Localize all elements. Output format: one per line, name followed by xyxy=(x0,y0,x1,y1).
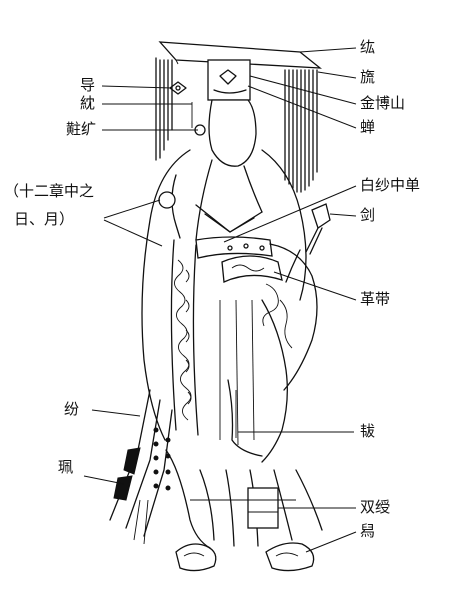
left-tassels xyxy=(155,57,173,161)
hair-ornaments xyxy=(169,81,206,136)
right-tassels xyxy=(284,69,318,193)
label-liu: 旒 xyxy=(360,68,376,86)
knee-cover xyxy=(227,379,263,457)
label-hong: 纮 xyxy=(360,38,376,56)
double-sash xyxy=(247,487,279,529)
sword xyxy=(285,203,331,283)
label-xi: 舄 xyxy=(360,522,376,540)
robe-border xyxy=(170,239,199,436)
label-chan: 蝉 xyxy=(360,118,376,136)
label-twelve-line1: （十二章中之 xyxy=(4,182,95,200)
label-kuangkuang: 黈纩 xyxy=(66,120,97,138)
leader-lines xyxy=(83,47,357,553)
label-baishazhongdan: 白纱中单 xyxy=(360,176,421,194)
label-jinboshan: 金博山 xyxy=(360,94,406,112)
leather-belt xyxy=(195,236,283,283)
label-dan: 紞 xyxy=(80,94,96,112)
robe xyxy=(141,149,307,446)
label-gedai: 革带 xyxy=(360,290,391,308)
label-dao: 导 xyxy=(80,76,96,94)
lower-skirt xyxy=(165,449,323,549)
crown xyxy=(158,41,322,101)
label-jian: 剑 xyxy=(360,206,376,224)
label-bi: 韨 xyxy=(360,422,376,440)
label-pei: 珮 xyxy=(58,458,74,476)
face xyxy=(208,99,257,167)
label-shuangshou: 双绶 xyxy=(360,498,391,516)
left-pendants xyxy=(109,389,173,545)
shoes xyxy=(175,542,315,572)
label-fen: 纷 xyxy=(64,400,80,418)
right-sleeve xyxy=(261,243,318,463)
label-twelve-line2: 日、月） xyxy=(14,210,75,228)
